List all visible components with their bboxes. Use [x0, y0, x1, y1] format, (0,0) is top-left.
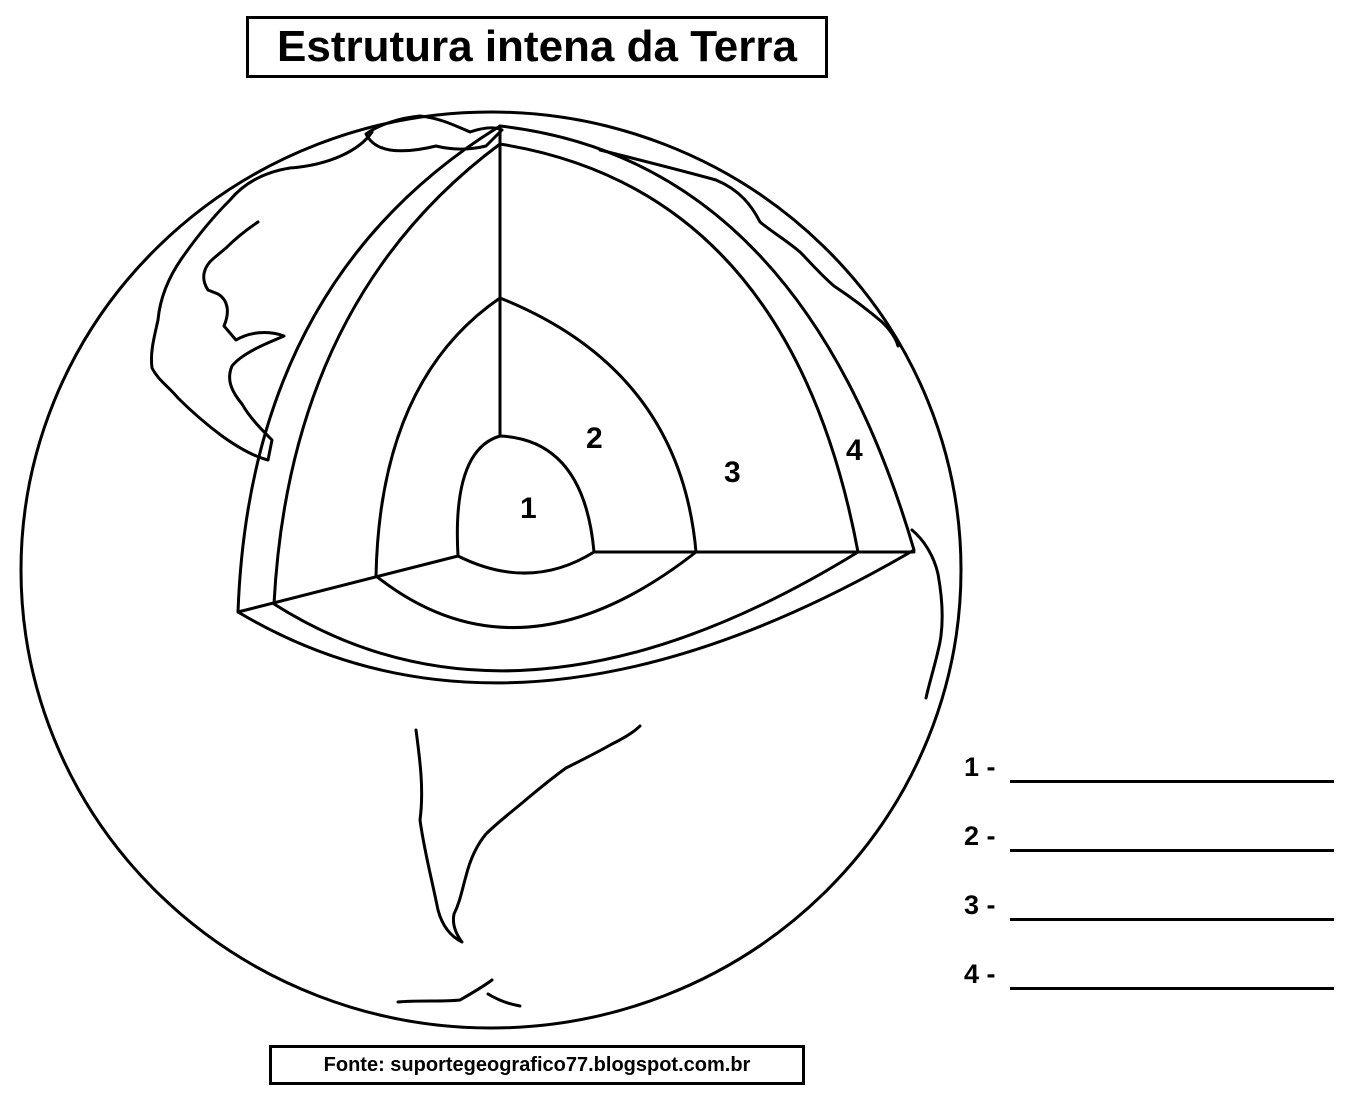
source-text: Fonte: suportegeografico77.blogspot.com.… [324, 1054, 751, 1077]
answer-row-2: 2 - [962, 815, 1337, 855]
answer-label: 4 - [964, 959, 996, 990]
africa-east-outline [912, 530, 942, 698]
answer-row-4: 4 - [962, 953, 1337, 993]
greenland-outline [366, 116, 502, 151]
answer-blank-line[interactable] [1010, 987, 1334, 990]
layer-number-4: 4 [846, 434, 863, 467]
layer-number-3: 3 [724, 456, 741, 489]
south-america-outline [416, 726, 640, 942]
answer-row-1: 1 - [962, 746, 1337, 786]
north-america-outline [151, 132, 372, 460]
outer-core-boundary [376, 298, 696, 628]
europe-africa-outline [600, 150, 898, 346]
source-box: Fonte: suportegeografico77.blogspot.com.… [269, 1045, 805, 1085]
antarctica-outline [398, 980, 520, 1006]
left-cut-edge [238, 556, 458, 612]
layer-number-1: 1 [520, 492, 537, 525]
answer-row-3: 3 - [962, 884, 1337, 924]
crust-inner-boundary [274, 144, 858, 671]
answer-label: 3 - [964, 890, 996, 921]
answer-blank-line[interactable] [1010, 849, 1334, 852]
answer-blank-line[interactable] [1010, 780, 1334, 783]
answer-label: 1 - [964, 752, 996, 783]
layer-number-2: 2 [586, 422, 603, 455]
answer-blank-line[interactable] [1010, 918, 1334, 921]
crust-front-face [238, 126, 914, 683]
answer-label: 2 - [964, 821, 996, 852]
